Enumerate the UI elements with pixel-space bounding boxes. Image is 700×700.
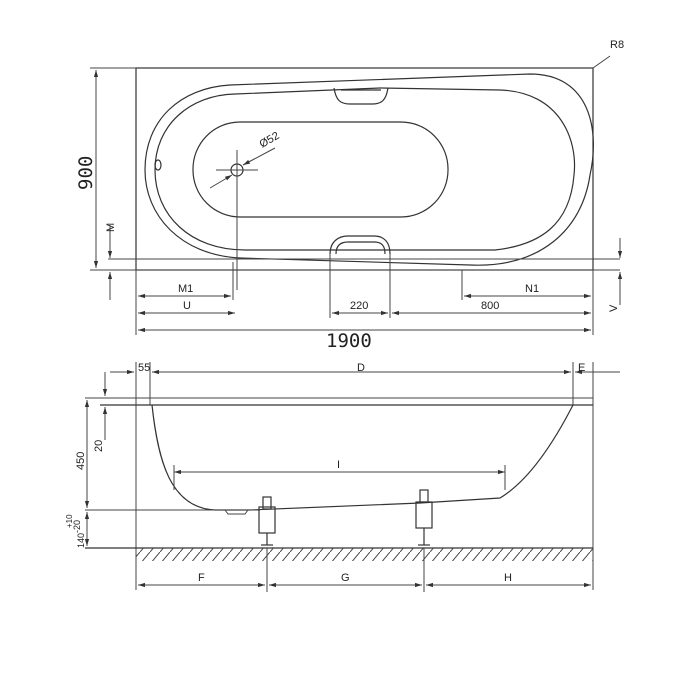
tub-basin — [192, 121, 449, 218]
overflow-icon — [154, 159, 162, 171]
side-view: 55 D E 20 450 140-20 +10 I — [65, 362, 620, 592]
m1-label: M1 — [178, 283, 193, 295]
e-label: E — [578, 362, 585, 374]
top-view: Ø52 R8 900 M M1 N1 U 220 800 1900 V — [75, 39, 624, 352]
foot-right — [415, 489, 433, 546]
corner-radius-label: R8 — [610, 39, 624, 51]
f-label: F — [198, 572, 205, 584]
handle-bottom — [329, 235, 391, 255]
drain-diameter-label: Ø52 — [258, 130, 282, 151]
height-label: 450 — [75, 452, 87, 470]
radius-leader — [592, 55, 611, 69]
n1-label: N1 — [525, 283, 539, 295]
i-label: I — [337, 459, 340, 471]
g-label: G — [341, 572, 350, 584]
handle-offset-label: 800 — [481, 300, 499, 312]
handle-width-label: 220 — [350, 300, 368, 312]
feet-height-label: 140-20 — [72, 520, 86, 548]
tub-outline-rect — [135, 67, 594, 271]
h-label: H — [504, 572, 512, 584]
m-label: M — [105, 223, 117, 232]
u-label: U — [183, 300, 191, 312]
d-label: D — [357, 362, 365, 374]
handle-top — [333, 87, 389, 105]
length-label: 1900 — [326, 330, 372, 352]
width-label: 900 — [75, 156, 97, 190]
floor-hatch — [136, 548, 593, 561]
tub-profile — [151, 404, 574, 511]
foot-left — [258, 496, 276, 546]
tub-outer-rim — [144, 73, 594, 266]
feet-tolerance-plus: +10 — [65, 514, 74, 528]
v-label: V — [608, 304, 620, 312]
rim-offset-label: 55 — [138, 362, 150, 374]
tub-inner-rim — [154, 87, 576, 251]
rim-thickness-label: 20 — [93, 440, 105, 452]
